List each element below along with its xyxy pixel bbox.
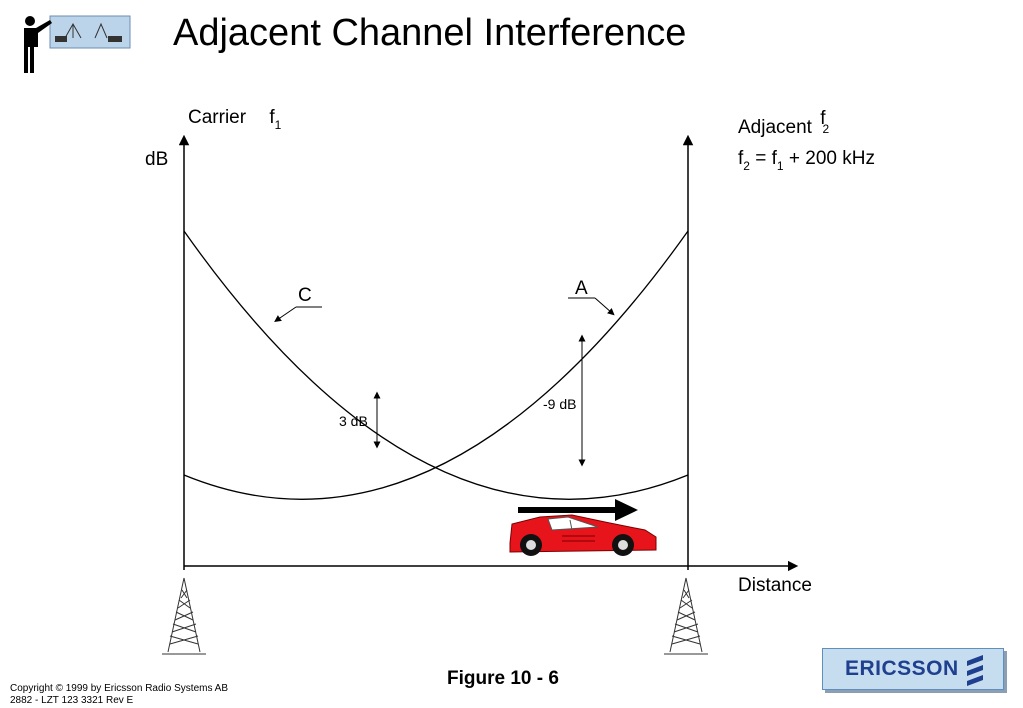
logo-text: ERICSSON (845, 657, 959, 680)
curve-label-c: C (298, 285, 312, 306)
car-icon (509, 514, 657, 556)
gap-label-9db: -9 dB (543, 396, 577, 412)
presenter-icon (20, 14, 132, 76)
gap-label-3db: 3 dB (339, 413, 368, 429)
x-axis-label: Distance (738, 575, 812, 596)
radio-tower-icon (664, 577, 708, 655)
frequency-equation: f2 = f1 + 200 kHz (738, 148, 875, 173)
adjacent-label: Adjacent f2 (738, 108, 830, 138)
figure-caption: Figure 10 - 6 (447, 668, 559, 689)
carrier-label: Carrier f1 (188, 107, 282, 132)
copyright-text: Copyright © 1999 by Ericsson Radio Syste… (10, 683, 229, 706)
adjacent-curve-a (183, 230, 689, 500)
carrier-curve-c (183, 230, 689, 500)
page-title: Adjacent Channel Interference (173, 12, 687, 54)
y-axis-label: dB (145, 149, 169, 170)
direction-arrow-icon (518, 499, 638, 521)
curve-label-a: A (575, 278, 588, 299)
ericsson-logo-icon: ERICSSON (822, 648, 1004, 690)
radio-tower-icon (162, 577, 206, 655)
